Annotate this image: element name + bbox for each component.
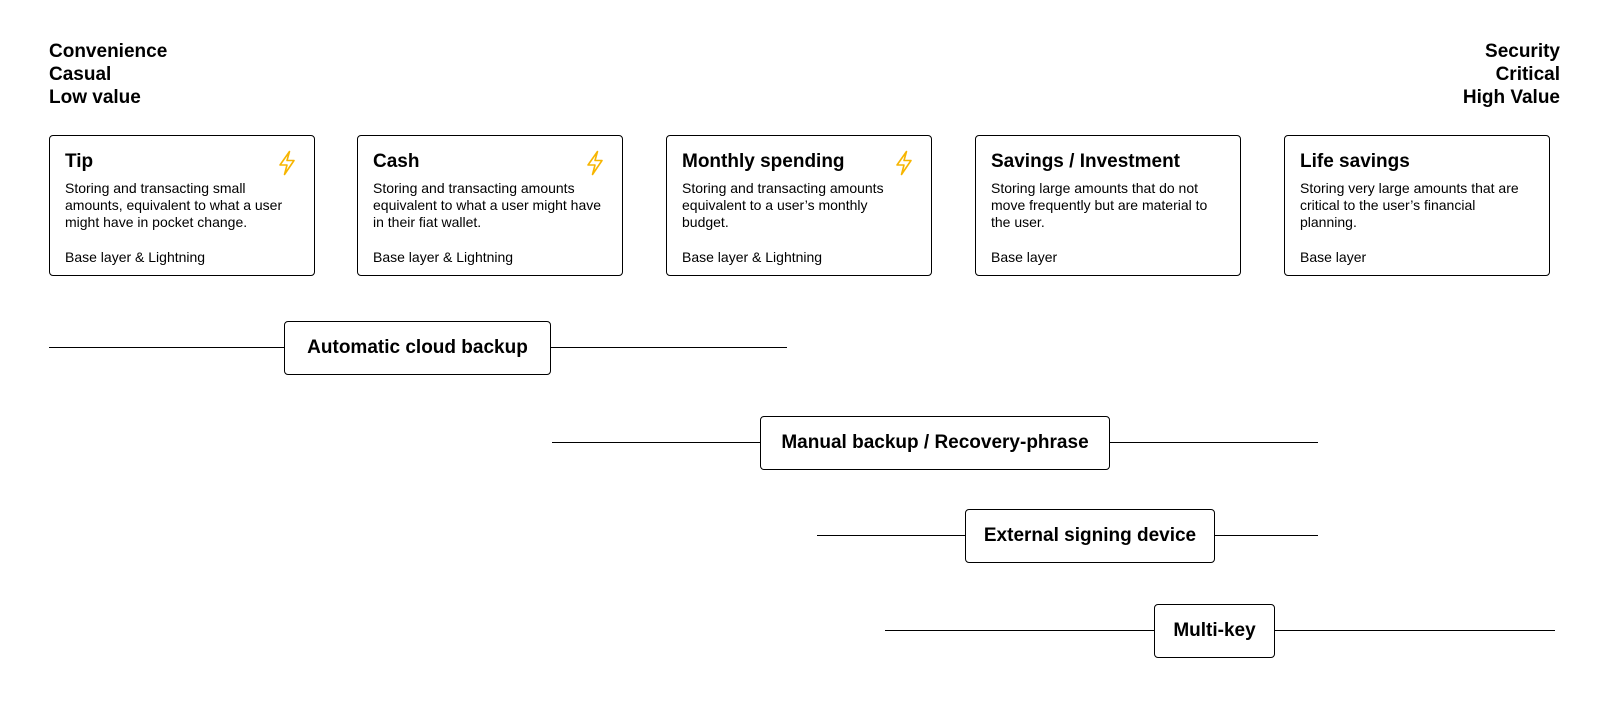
axis-left-line-2: Casual bbox=[49, 64, 112, 85]
card-savings-investment: Savings / Investment Storing large amoun… bbox=[975, 135, 1241, 276]
axis-right-line-2: Critical bbox=[1495, 64, 1560, 85]
card-description: Storing and transacting amounts equivale… bbox=[682, 180, 884, 230]
method-automatic-cloud-backup: Automatic cloud backup bbox=[284, 321, 551, 375]
axis-label-convenience: Convenience Casual Low value bbox=[49, 40, 167, 109]
card-layer: Base layer bbox=[991, 249, 1058, 265]
axis-right-line-1: Security bbox=[1485, 41, 1560, 62]
lightning-bolt-icon bbox=[279, 150, 295, 176]
card-title: Savings / Investment bbox=[991, 151, 1181, 172]
axis-left-line-3: Low value bbox=[49, 87, 141, 108]
card-layer: Base layer bbox=[1300, 249, 1367, 265]
card-life-savings: Life savings Storing very large amounts … bbox=[1284, 135, 1550, 276]
card-cash: Cash Storing and transacting amounts equ… bbox=[357, 135, 623, 276]
card-description: Storing and transacting small amounts, e… bbox=[65, 180, 283, 230]
axis-label-security: Security Critical High Value bbox=[1463, 40, 1560, 109]
axis-right-line-3: High Value bbox=[1462, 87, 1560, 108]
lightning-bolt-icon bbox=[896, 150, 912, 176]
method-external-signing-device: External signing device bbox=[965, 509, 1215, 563]
card-description: Storing very large amounts that are crit… bbox=[1300, 180, 1519, 230]
card-description: Storing and transacting amounts equivale… bbox=[373, 180, 602, 230]
card-title: Monthly spending bbox=[682, 151, 845, 172]
card-layer: Base layer & Lightning bbox=[65, 249, 206, 265]
card-description: Storing large amounts that do not move f… bbox=[991, 180, 1208, 230]
card-title: Life savings bbox=[1300, 151, 1410, 172]
lightning-bolt-icon bbox=[587, 150, 603, 176]
axis-left-line-1: Convenience bbox=[49, 41, 168, 62]
card-layer: Base layer & Lightning bbox=[373, 249, 514, 265]
card-tip: Tip Storing and transacting small amount… bbox=[49, 135, 315, 276]
card-title: Tip bbox=[65, 151, 94, 172]
card-layer: Base layer & Lightning bbox=[682, 249, 823, 265]
method-multi-key: Multi-key bbox=[1154, 604, 1275, 658]
card-monthly-spending: Monthly spending Storing and transacting… bbox=[666, 135, 932, 276]
method-manual-backup-recovery-phrase: Manual backup / Recovery-phrase bbox=[760, 416, 1110, 470]
card-title: Cash bbox=[373, 151, 420, 172]
